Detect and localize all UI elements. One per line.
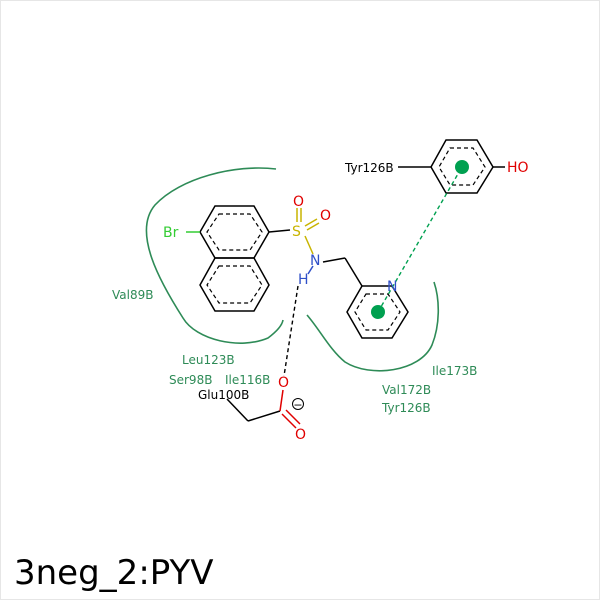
residue-label-tyr126-top: Tyr126B	[344, 161, 394, 175]
phenol-ring-centroid	[455, 160, 469, 174]
pyridine-ring-centroid	[371, 305, 385, 319]
atom-label-ho: HO	[507, 160, 529, 176]
atom-label-o2: O	[320, 208, 331, 224]
atom-label-n-pyridine: N	[387, 279, 397, 295]
pyridine-aromatic	[354, 293, 401, 331]
pyridine-bonds	[346, 285, 409, 339]
residue-label-tyr126-bottom: Tyr126B	[381, 401, 431, 415]
residue-label-leu123: Leu123B	[182, 353, 235, 367]
glu100-bonds	[226, 389, 301, 429]
atom-label-br: Br	[163, 225, 179, 241]
residue-label-ile173: Ile173B	[432, 364, 477, 378]
hydrophobic-arc-right	[306, 281, 440, 372]
atom-label-glu-o2: O	[295, 427, 306, 443]
atom-label-h: H	[298, 272, 309, 288]
atom-label-glu-o1: O	[278, 375, 289, 391]
atom-label-n-sulfonamide: N	[310, 253, 320, 269]
diagram-title: 3neg_2:PYV	[14, 553, 214, 593]
sulfonyl-bonds	[268, 208, 363, 287]
naphthalene-bonds	[199, 205, 270, 312]
phenol-aromatic	[438, 147, 486, 186]
residue-label-val89: Val89B	[112, 288, 153, 302]
negative-charge-sign: −	[293, 399, 302, 412]
residue-label-ile116: Ile116B	[225, 373, 270, 387]
hydrogen-bond-line	[283, 285, 299, 377]
atom-label-s: S	[292, 224, 301, 240]
residue-label-val172: Val172B	[382, 383, 431, 397]
naphthalene-aromatic	[206, 213, 263, 304]
atom-label-o1: O	[293, 194, 304, 210]
negative-charge-circle	[292, 398, 304, 410]
hydrophobic-arc-left	[145, 167, 284, 344]
residue-label-glu100: Glu100B	[198, 388, 249, 402]
residue-label-ser98: Ser98B	[169, 373, 212, 387]
phenol-bonds	[398, 139, 505, 194]
hydrophobic-contours	[145, 167, 440, 372]
